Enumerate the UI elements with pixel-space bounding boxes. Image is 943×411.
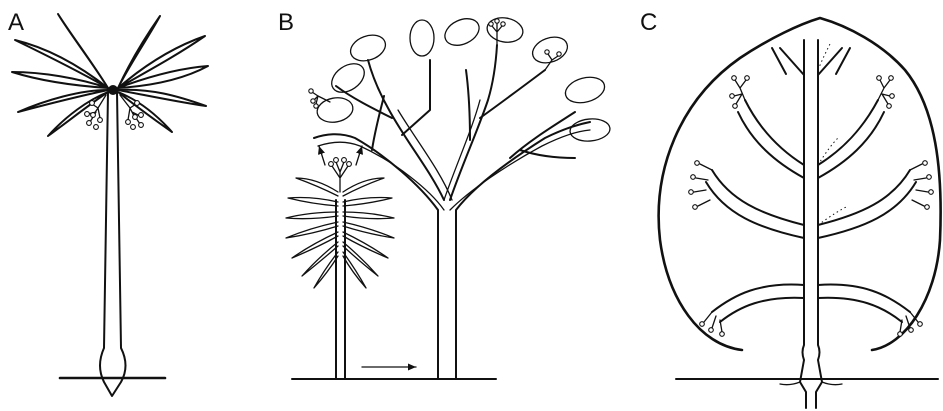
panel-a: A <box>8 9 208 396</box>
palm-trunk <box>100 92 126 396</box>
panel-c-label: C <box>640 9 657 36</box>
branch-tiers <box>706 48 916 322</box>
crown-outline <box>659 18 941 350</box>
inflorescence-right <box>120 95 143 129</box>
branching-arrow-left <box>319 146 325 165</box>
young-tree-leaves <box>286 178 394 288</box>
palm-leaves <box>12 14 208 136</box>
panel-b: B <box>278 9 611 379</box>
panel-a-label: A <box>8 9 24 36</box>
crown-bud <box>108 85 118 95</box>
root-flare <box>780 382 842 385</box>
leaf-clusters <box>315 14 611 143</box>
branching-arrow-right <box>356 146 362 165</box>
panel-b-label: B <box>278 9 294 36</box>
young-tree-inflorescence <box>329 158 352 192</box>
panel-c: C <box>640 9 941 408</box>
